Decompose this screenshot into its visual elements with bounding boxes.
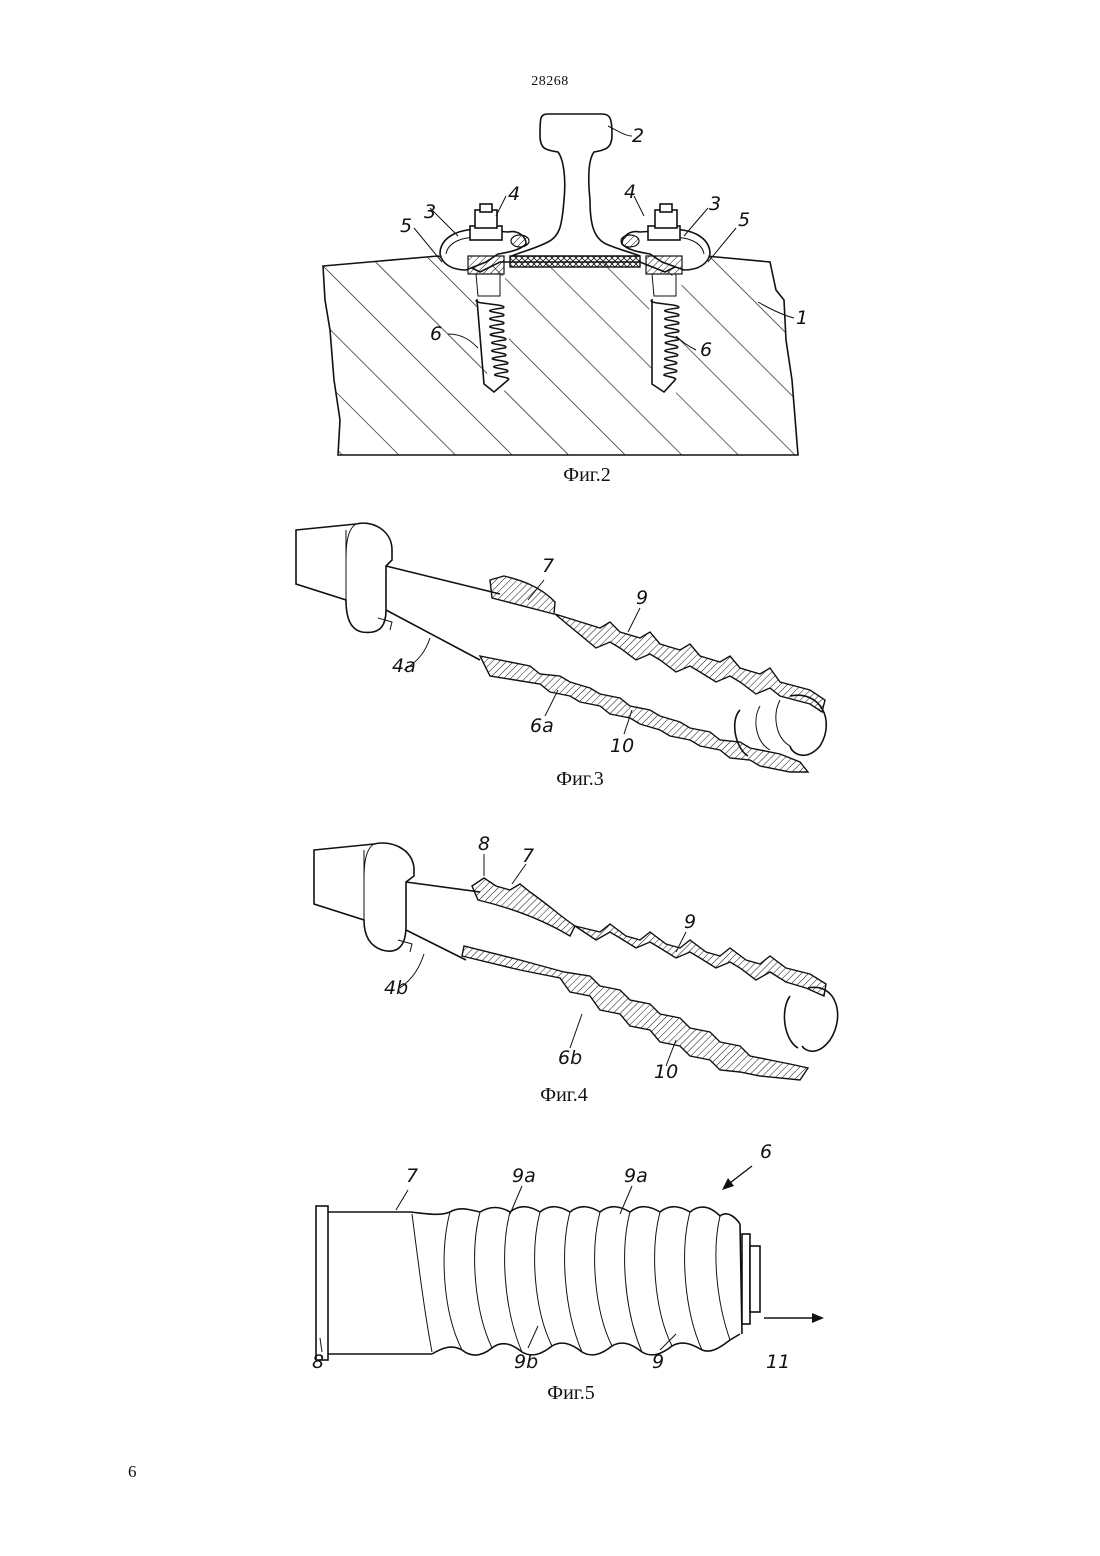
page-number: 6 — [128, 1462, 137, 1482]
threaded-body-bottom — [432, 1334, 740, 1355]
fig5-label-9b: 9b — [514, 1351, 538, 1373]
rail — [512, 114, 640, 256]
screw-head — [296, 523, 392, 632]
fig3-label-6a: 6a — [530, 715, 554, 737]
fig5-label-8: 8 — [312, 1351, 324, 1373]
fig4-label-10: 10 — [654, 1061, 678, 1083]
fig3-label-10: 10 — [610, 735, 634, 757]
fig2-label-2: 2 — [632, 125, 644, 147]
rail-pad — [510, 256, 640, 267]
fig5-label-9: 9 — [652, 1351, 664, 1373]
fig5-label-9a-1: 9a — [512, 1165, 536, 1187]
figure-3-screw-with-sleeve: 7 9 4a 6a 10 — [0, 510, 1100, 790]
fig2-label-4-right: 4 — [624, 181, 636, 203]
threaded-body-top — [410, 1207, 740, 1224]
sleeve-flange — [316, 1206, 328, 1360]
fig5-label-7: 7 — [406, 1165, 418, 1187]
fig4-label-9: 9 — [684, 911, 696, 933]
fig4-label-7: 7 — [522, 845, 534, 867]
figure-2-rail-fastening: 2 1 3 3 4 4 5 5 6 6 — [0, 0, 1100, 470]
fig3-label-4a: 4a — [392, 655, 416, 677]
fig4-label-8: 8 — [478, 833, 490, 855]
fig3-label-9: 9 — [636, 587, 648, 609]
fig2-label-6-right: 6 — [700, 339, 712, 361]
fig2-label-1: 1 — [796, 307, 808, 329]
fig5-label-11: 11 — [766, 1351, 790, 1373]
fig2-label-3-right: 3 — [709, 193, 721, 215]
fig5-label-9a-2: 9a — [624, 1165, 648, 1187]
fig2-label-5-right: 5 — [738, 209, 750, 231]
figure-4-caption: Фиг.4 — [494, 1084, 634, 1107]
sleeper-block — [323, 256, 798, 455]
figure-3-caption: Фиг.3 — [510, 768, 650, 791]
fig2-label-5-left: 5 — [400, 215, 412, 237]
figure-2-caption: Фиг.2 — [517, 464, 657, 487]
figure-5-caption: Фиг.5 — [501, 1382, 641, 1405]
fig5-label-6: 6 — [760, 1141, 772, 1163]
fig3-label-7: 7 — [542, 555, 554, 577]
fig2-label-4-left: 4 — [508, 183, 520, 205]
fig2-label-6-left: 6 — [430, 323, 442, 345]
figure-5-threaded-sleeve: 6 7 9a 9a 8 9b 9 11 — [0, 1130, 1100, 1390]
figure-4-screw-with-sleeve: 8 7 9 4b 6b 10 — [0, 820, 1100, 1090]
fig4-label-6b: 6b — [558, 1047, 582, 1069]
fig4-label-4b: 4b — [384, 977, 408, 999]
fig2-label-3-left: 3 — [424, 201, 436, 223]
